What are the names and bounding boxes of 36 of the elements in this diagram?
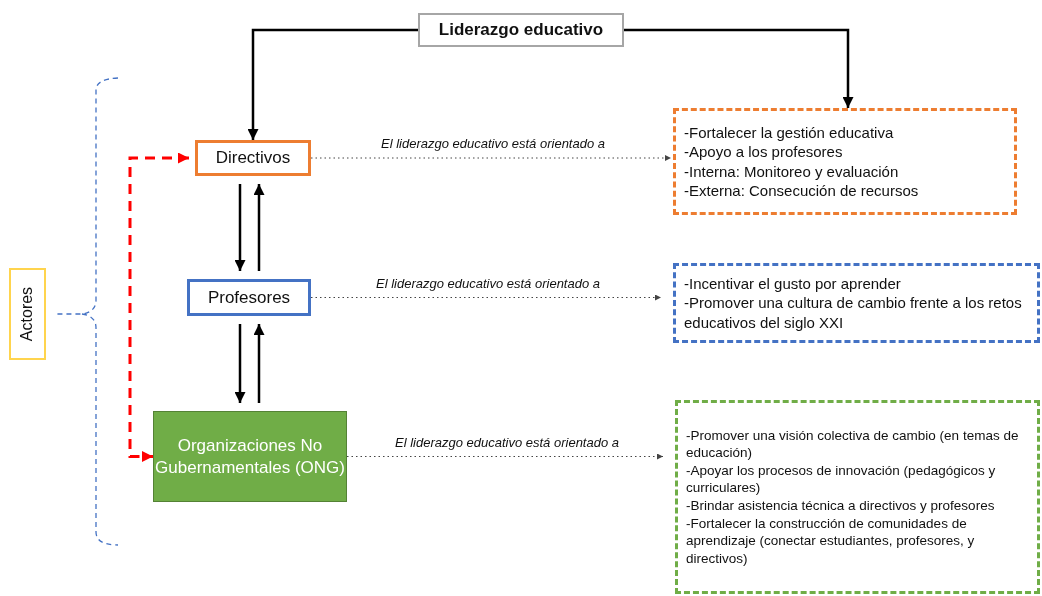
dotted-arrow: [310, 155, 672, 161]
arrow: [128, 152, 189, 462]
goal-text: -Fortalecer la gestión educativa: [684, 122, 895, 142]
goal-text: -Apoyar los procesos de innovación (pedagógicos y curriculares): [686, 461, 997, 497]
node-label: Profesores: [207, 286, 291, 309]
goal-list-box: [675, 400, 1040, 594]
goal-text: -Promover una cultura de cambio frente a los retos educativos del siglo XXI: [684, 293, 1023, 333]
dotted-arrow: [346, 453, 664, 460]
goal-text: -Brindar asistencia técnica a directivos y profesores: [686, 497, 996, 515]
goal-text: -Externa: Consecución de recursos: [684, 181, 920, 201]
arrow: [234, 324, 246, 403]
goal-text: -Incentivar el gusto por aprender: [684, 273, 902, 294]
goal-text: -Apoyo a los profesores: [684, 142, 844, 162]
arrow: [234, 184, 246, 271]
arrow: [253, 324, 265, 403]
arrow: [247, 28, 418, 140]
title-box: [418, 13, 624, 47]
edge-label: El liderazgo educativo está orientado a: [379, 136, 606, 151]
edge-label: El liderazgo educativo está orientado a: [393, 434, 620, 450]
edge-label: El liderazgo educativo está orientado a: [374, 275, 601, 291]
goal-text: -Promover una visión colectiva de cambio (en temas de educación): [686, 426, 1020, 462]
node-label: Directivos: [215, 147, 291, 169]
goal-list-box: [673, 263, 1040, 343]
actor-box: [153, 411, 347, 502]
label-box: [9, 268, 46, 360]
goal-text: -Fortalecer la construcción de comunidades de aprendizaje (conectar estudiantes, profesores, y directivos): [686, 514, 976, 568]
actor-box: [187, 279, 311, 316]
title-text: Liderazgo educativo: [438, 19, 604, 41]
actor-box: [195, 140, 311, 176]
goal-text: -Interna: Monitoreo y evaluación: [684, 161, 900, 181]
goal-list-box: [673, 108, 1017, 215]
node-label: Actores: [17, 286, 37, 342]
arrow: [253, 184, 265, 271]
node-label: Organizaciones No Gubernamentales (ONG): [154, 435, 346, 478]
arrow: [624, 28, 854, 108]
dotted-arrow: [310, 294, 662, 301]
